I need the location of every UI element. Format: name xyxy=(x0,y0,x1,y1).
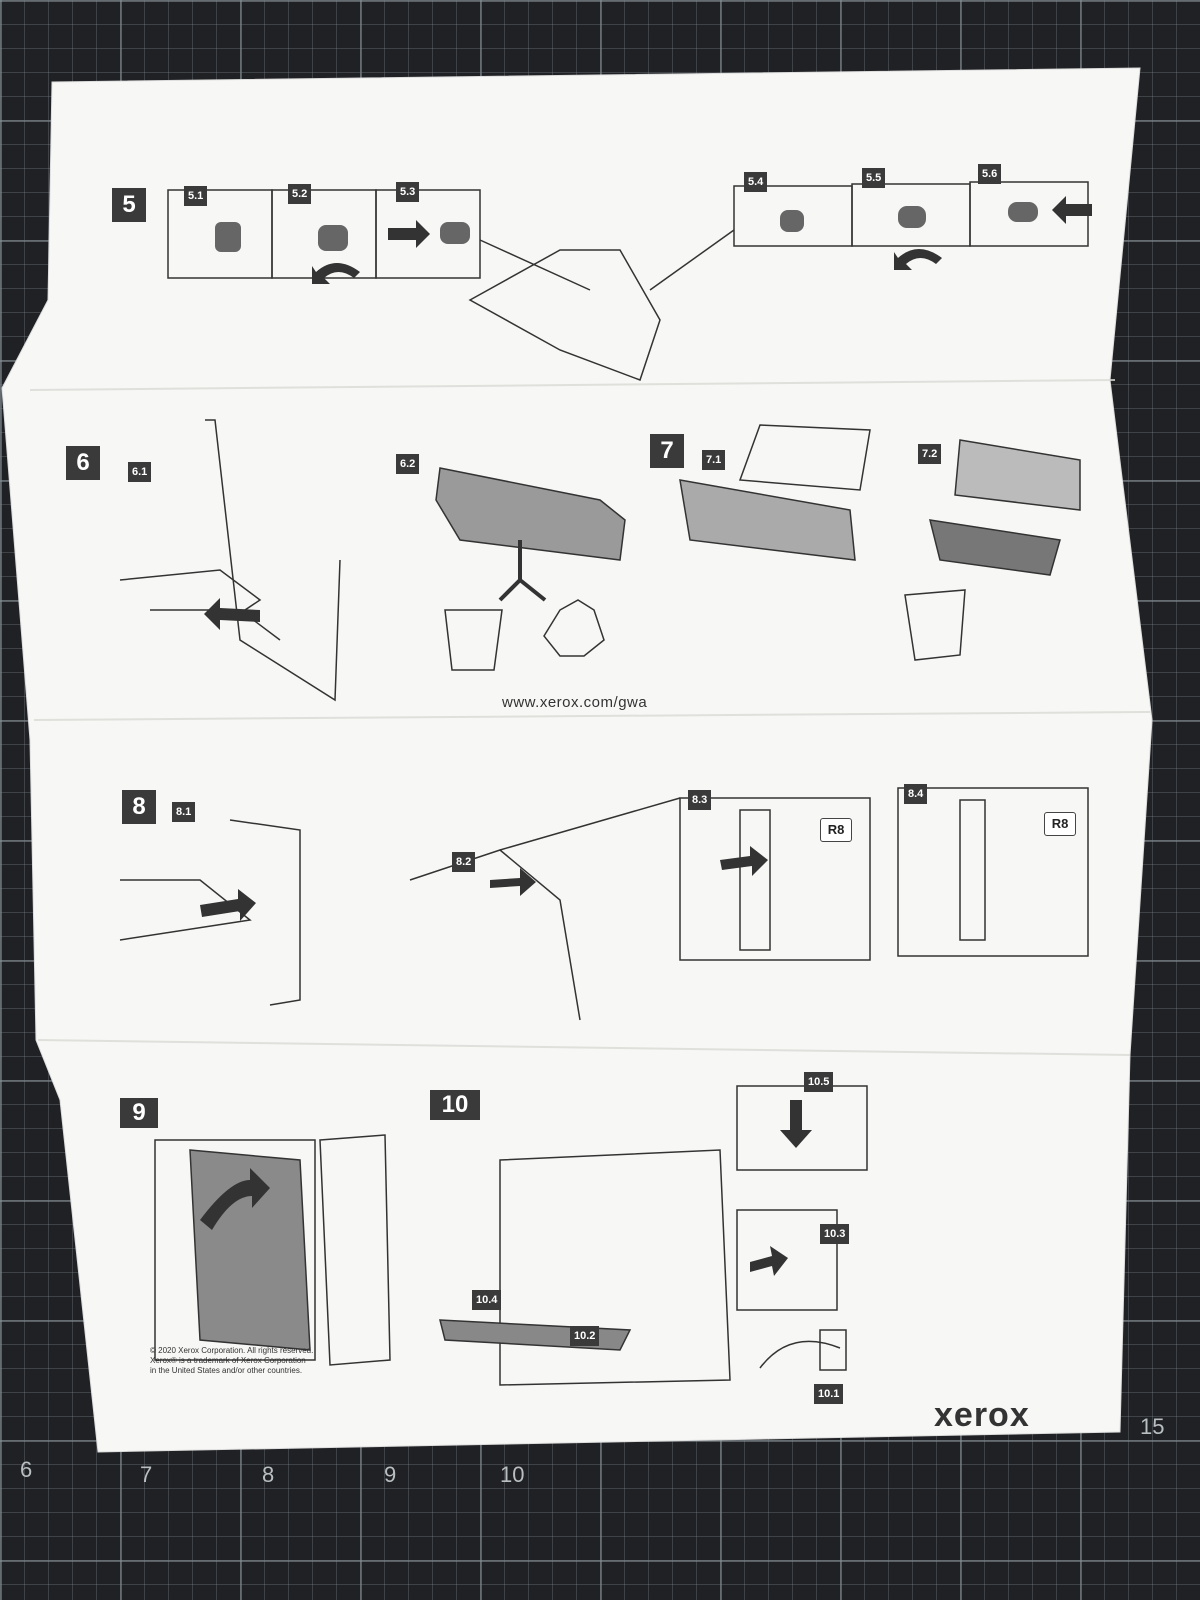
step-7-2-label: 7.2 xyxy=(918,444,942,464)
step-10-number: 10 xyxy=(430,1090,480,1120)
door-frame-9 xyxy=(154,1139,316,1361)
arrow-right-icon xyxy=(750,1246,788,1276)
recycle-icon xyxy=(543,599,605,657)
printer-interior-5 xyxy=(468,249,661,381)
arrow-left-icon xyxy=(204,598,260,630)
step-5-number: 5 xyxy=(112,188,146,222)
arrow-right-icon xyxy=(720,846,768,876)
wall-outlet xyxy=(819,1329,847,1371)
panel-8-4 xyxy=(897,787,1089,957)
xerox-logo: xerox xyxy=(934,1396,1030,1434)
arrow-right-icon xyxy=(490,868,536,896)
panel-5-3 xyxy=(375,189,481,279)
trash-bin-icon xyxy=(444,609,503,671)
panel-10-3 xyxy=(736,1209,838,1311)
copyright-line: © 2020 Xerox Corporation. All rights res… xyxy=(150,1346,314,1355)
copyright-line: in the United States and/or other countr… xyxy=(150,1366,303,1375)
step-8-4-label: 8.4 xyxy=(904,784,928,804)
panel-8-3 xyxy=(679,797,871,961)
printer-front-10 xyxy=(499,1149,731,1386)
mat-ruler-number: 10 xyxy=(500,1462,525,1487)
step-5-3-label: 5.3 xyxy=(396,182,420,202)
arrow-right-icon xyxy=(388,220,430,248)
fuser-unit-6-2 xyxy=(435,467,626,561)
step-8-1-label: 8.1 xyxy=(172,802,196,822)
step-6-2-label: 6.2 xyxy=(396,454,420,474)
step-5-5-label: 5.5 xyxy=(862,168,886,188)
mat-ruler-number: 6 xyxy=(20,1457,33,1482)
step-5-6-label: 5.6 xyxy=(978,164,1002,184)
step-10-5-label: 10.5 xyxy=(804,1072,834,1092)
power-cord xyxy=(759,1340,841,1369)
fuser-7-2 xyxy=(954,439,1081,511)
arrow-down-icon xyxy=(780,1100,812,1148)
mat-ruler-number: 15 xyxy=(1140,1414,1165,1439)
step-10-2-label: 10.2 xyxy=(570,1326,600,1346)
trash-bin-icon xyxy=(904,589,966,661)
mat-ruler-number: 7 xyxy=(140,1462,153,1487)
step-9-number: 9 xyxy=(120,1098,158,1128)
box-7-1 xyxy=(738,424,871,491)
step-5-1-label: 5.1 xyxy=(184,186,208,206)
step-8-2-label: 8.2 xyxy=(452,852,476,872)
recycle-url: www.xerox.com/gwa xyxy=(502,694,648,711)
mat-ruler-number: 8 xyxy=(262,1462,275,1487)
step-5-2-label: 5.2 xyxy=(288,184,312,204)
step-8-3-label: 8.3 xyxy=(688,790,712,810)
step-10-4-label: 10.4 xyxy=(472,1290,502,1310)
step-5-4-label: 5.4 xyxy=(744,172,768,192)
part-label-r8: R8 xyxy=(1044,812,1076,836)
step-8-number: 8 xyxy=(122,790,156,824)
fuser-new-7-1 xyxy=(679,479,856,561)
copyright-notice: © 2020 Xerox Corporation. All rights res… xyxy=(150,1346,360,1376)
printer-side-6-1 xyxy=(205,419,341,702)
curved-arrow-icon xyxy=(894,249,942,270)
step-6-number: 6 xyxy=(66,446,100,480)
step-10-1-label: 10.1 xyxy=(814,1384,844,1404)
copyright-line: Xerox® is a trademark of Xerox Corporati… xyxy=(150,1356,306,1365)
paper-sheet xyxy=(1,67,1153,1453)
arrow-left-icon xyxy=(1052,196,1092,224)
mat-ruler-number: 9 xyxy=(384,1462,397,1487)
step-10-3-label: 10.3 xyxy=(820,1224,850,1244)
curved-arrow-icon xyxy=(200,1168,270,1230)
step-7-number: 7 xyxy=(650,434,684,468)
panel-10-5 xyxy=(736,1085,868,1171)
curved-arrow-icon xyxy=(312,263,360,284)
step-7-1-label: 7.1 xyxy=(702,450,726,470)
printer-side-8-1 xyxy=(229,819,301,1006)
part-label-r8: R8 xyxy=(820,818,852,842)
step-6-1-label: 6.1 xyxy=(128,462,152,482)
hands-8-1 xyxy=(119,879,252,941)
arrow-right-icon xyxy=(200,889,256,921)
